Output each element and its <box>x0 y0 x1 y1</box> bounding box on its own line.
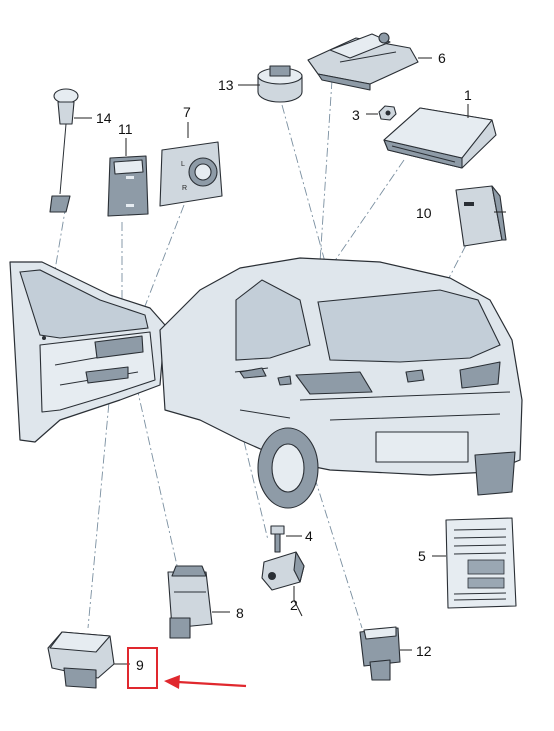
callout-8: 8 <box>236 605 244 621</box>
highlight-arrow-head-icon <box>164 675 180 689</box>
callout-14: 14 <box>96 110 112 126</box>
highlight-annotation <box>127 647 247 689</box>
part-1-control-unit <box>383 107 497 169</box>
part-10-button <box>455 185 507 247</box>
callout-2: 2 <box>290 597 298 613</box>
callout-4: 4 <box>305 528 313 544</box>
callout-7: 7 <box>183 104 191 120</box>
part-3-nut <box>378 105 397 121</box>
callout-3: 3 <box>352 107 360 123</box>
highlight-box <box>127 647 158 689</box>
part-5-label <box>445 517 517 609</box>
part-9-window-switch <box>47 631 115 689</box>
callout-9: 9 <box>136 657 144 673</box>
callout-6: 6 <box>438 50 446 66</box>
callout-10: 10 <box>416 205 432 221</box>
svg-text:R: R <box>182 185 187 192</box>
part-11-switch-panel <box>107 155 149 217</box>
part-6-module <box>307 32 419 91</box>
part-2-sensor <box>261 551 305 591</box>
svg-text:L: L <box>181 161 185 168</box>
callout-1: 1 <box>464 87 472 103</box>
part-14-lock-rod <box>49 88 79 213</box>
highlight-arrow-shaft <box>177 680 247 688</box>
callout-5: 5 <box>418 548 426 564</box>
callout-labels: 1 2 3 4 5 6 7 8 9 10 11 12 13 14 <box>96 50 472 673</box>
part-12-socket <box>359 626 401 681</box>
car-illustration <box>9 257 523 509</box>
part-4-bolt <box>270 525 285 553</box>
part-13-sensor <box>257 65 303 103</box>
part-8-switch <box>167 565 213 639</box>
callout-11: 11 <box>118 121 133 137</box>
callout-12: 12 <box>416 643 432 659</box>
part-7-light-switch: L R <box>159 141 223 207</box>
callout-13: 13 <box>218 77 234 93</box>
